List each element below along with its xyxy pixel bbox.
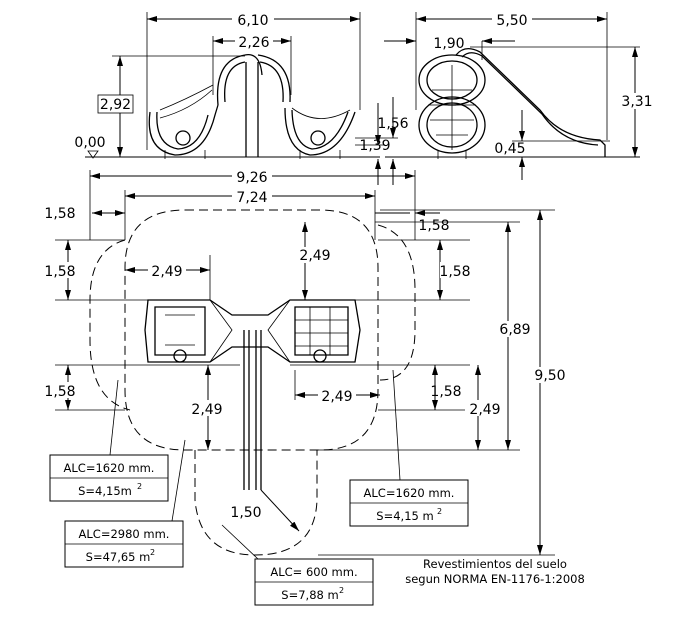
zone-2-alc: ALC=2980 mm. [79, 527, 170, 541]
safety-zone-right [377, 224, 416, 381]
zone-3-sup: 2 [339, 586, 344, 595]
dim-label-right-1-58-top: 1,58 [418, 218, 449, 234]
note-line-2: segun NORMA EN-1176-1:2008 [405, 572, 585, 586]
dim-label-9-50: 9,50 [534, 368, 565, 384]
zone-box-2: ALC=2980 mm. S=47,65 m 2 [64, 439, 186, 568]
dim-label-1-56: 1,56 [377, 116, 408, 132]
zone-box-4: ALC=1620 mm. S=4,15 m 2 [349, 369, 469, 527]
safety-zone-left [89, 239, 131, 411]
side-equipment [418, 48, 606, 159]
dim-label-9-26: 9,26 [236, 170, 267, 186]
dim-label-right-2-49: 2,49 [321, 389, 352, 405]
zone-1-area: S=4,15m [78, 484, 132, 498]
safety-zone-slide [194, 450, 318, 556]
level-triangle-icon [87, 150, 99, 159]
dim-label-top-2-49: 2,49 [299, 248, 330, 264]
front-view: 6,10 2,26 2,92 0,00 [74, 11, 409, 185]
dim-label-7-24: 7,24 [236, 190, 267, 206]
dim-label-left-1-58-mid: 1,58 [44, 264, 75, 280]
dim-label-slide-exit: 0,45 [494, 141, 525, 157]
zone-2-area: S=47,65 m [86, 550, 151, 564]
height-box [97, 94, 134, 114]
dim-label-side-width: 5,50 [496, 13, 527, 29]
dim-label-bottom-left-2-49: 2,49 [191, 402, 222, 418]
plan-view: 9,26 7,24 1,58 1,58 2,49 1,58 2,49 [44, 168, 568, 556]
zone-1-alc: ALC=1620 mm. [64, 461, 155, 475]
note-line-1: Revestimientos del suelo [423, 557, 567, 571]
ground-level-label: 0,00 [74, 135, 105, 151]
zone-box-3: ALC= 600 mm. S=7,88 m 2 [221, 524, 374, 606]
dim-label-center-width: 2,26 [238, 35, 269, 51]
dim-label-left-1-58-bottom: 1,58 [44, 384, 75, 400]
dim-label-right-1-58-bottom: 1,58 [430, 384, 461, 400]
dim-label-left-1-58-top: 1,58 [44, 206, 75, 222]
side-view: 5,50 1,90 3,31 0,45 [384, 11, 655, 180]
dim-label-side-top: 1,90 [433, 36, 464, 52]
zone-box-1: ALC=1620 mm. S=4,15m 2 [49, 379, 169, 502]
front-equipment [148, 54, 356, 159]
zone-4-area: S=4,15 m [376, 509, 433, 523]
dim-label-front-height: 2,92 [100, 97, 131, 113]
zone-1-sup: 2 [137, 482, 142, 491]
dim-label-1-39: 1,39 [359, 138, 390, 154]
dim-label-6-89: 6,89 [499, 322, 530, 338]
dim-label-bottom-right-2-49: 2,49 [469, 402, 500, 418]
dim-label-left-2-49: 2,49 [151, 264, 182, 280]
dim-label-side-height: 3,31 [621, 94, 652, 110]
zone-3-alc: ALC= 600 mm. [270, 565, 357, 579]
zone-4-alc: ALC=1620 mm. [364, 486, 455, 500]
plan-equipment [144, 299, 361, 490]
dim-label-front-width: 6,10 [237, 13, 268, 29]
zone-4-sup: 2 [437, 507, 442, 516]
safety-zone-main [124, 209, 379, 451]
dim-label-right-1-58-mid: 1,58 [439, 264, 470, 280]
dim-label-1-50: 1,50 [230, 505, 261, 521]
zone-3-area: S=7,88 m [281, 588, 338, 602]
zone-2-sup: 2 [150, 548, 155, 557]
